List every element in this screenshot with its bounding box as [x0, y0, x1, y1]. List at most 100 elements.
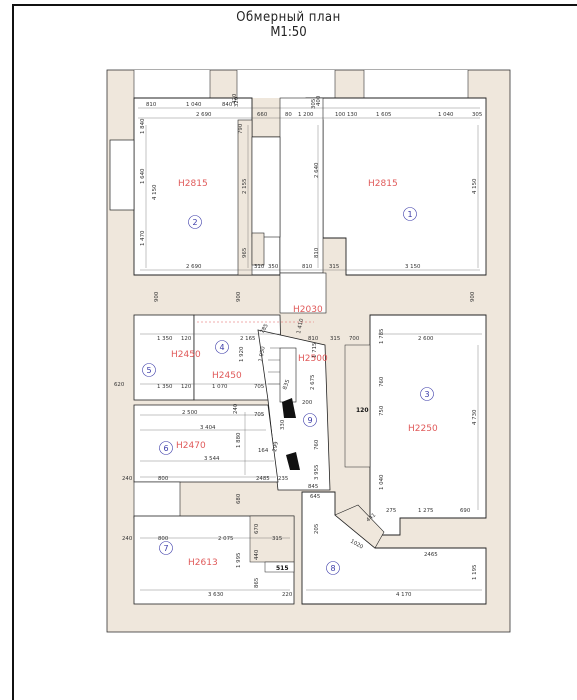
dimension-text: 4 150	[472, 178, 478, 194]
dimension-text: 80	[285, 112, 292, 118]
dimension-text: 2485	[256, 476, 270, 482]
svg-text:3: 3	[424, 390, 429, 399]
dimension-text: 1 195	[472, 565, 478, 580]
dimension-text: 3 630	[208, 592, 224, 598]
dimension-text: 240	[233, 403, 239, 414]
dimension-text: 235	[278, 476, 288, 482]
dimension-text: 800	[158, 476, 169, 482]
dimension-text: 1 040	[186, 102, 202, 108]
room-number-4: 4	[215, 340, 229, 354]
dimension-text: 700	[349, 336, 360, 342]
dimension-text: 1 040	[379, 474, 385, 490]
dimension-text: 1 410	[296, 318, 305, 335]
room-number-2: 2	[188, 215, 202, 229]
dimension-text: 310	[254, 264, 265, 270]
dimension-text: 120	[356, 407, 369, 414]
dimension-text: 2 165	[240, 336, 255, 342]
dimension-text: 900	[470, 291, 476, 302]
dimension-labels: 810 1 040 840 420 305 2 690 660 80 1 200…	[114, 93, 482, 598]
dimension-text: 2 155	[242, 179, 248, 194]
dimension-text: 441	[365, 512, 377, 523]
dimension-text: 900	[154, 291, 160, 302]
dimension-text: 1 995	[236, 553, 242, 568]
dimension-text: 299	[272, 441, 280, 453]
dimension-text: 2 500	[182, 410, 198, 416]
plan-scale: М1:50	[270, 25, 307, 40]
svg-text:6: 6	[163, 444, 168, 453]
dimension-text: 440	[254, 549, 260, 560]
dimension-text: 2 600	[418, 336, 434, 342]
dimension-text: 670	[254, 523, 260, 534]
dimension-text: 240	[122, 476, 133, 482]
dimension-text: 3 544	[204, 456, 220, 462]
dimension-text: 205	[314, 524, 320, 534]
dimension-text: 1 470	[140, 230, 146, 246]
dimension-text: 810	[302, 264, 313, 270]
dimension-text: 750	[379, 405, 385, 416]
svg-text:9: 9	[307, 416, 312, 425]
dimension-text: 800	[158, 536, 169, 542]
dimension-text: 275	[386, 508, 396, 514]
dimension-text: 2 675	[310, 375, 316, 390]
dimension-text: 785	[260, 323, 270, 335]
dimension-text: 305	[311, 99, 317, 109]
dimension-text: 305	[472, 112, 482, 118]
dimension-text: 1 715	[312, 343, 318, 358]
dimension-text: 760	[379, 376, 385, 387]
dimension-text: 130	[347, 112, 358, 118]
height-label-room-4: H2450	[212, 371, 242, 381]
dimension-text: 1 785	[379, 329, 385, 344]
dimension-text: 164	[258, 448, 269, 454]
dimension-text: 835	[282, 379, 291, 391]
height-label-room-6: H2470	[176, 441, 206, 451]
dimension-text: 705	[254, 412, 264, 418]
dimension-text: 865	[254, 578, 260, 588]
room-number-3: 3	[420, 387, 434, 401]
dimension-text: 620	[114, 382, 125, 388]
stair-arrow-icon	[282, 398, 296, 418]
height-label-room-9: H2500	[298, 354, 328, 364]
room-number-5: 5	[142, 363, 156, 377]
dimension-text: 3 150	[405, 264, 421, 270]
svg-text:5: 5	[146, 366, 151, 375]
dimension-text: 845	[308, 484, 318, 490]
dimension-text: 240	[122, 536, 133, 542]
dimension-text: 1 880	[236, 432, 242, 448]
room-number-6: 6	[159, 441, 173, 455]
window-notch	[237, 70, 335, 98]
room-number-1: 1	[403, 207, 417, 221]
room-number-8: 8	[326, 561, 340, 575]
dimension-text: 320	[234, 96, 240, 107]
dimension-text: 705	[254, 384, 264, 390]
dimension-text: 3 404	[200, 425, 216, 431]
svg-text:7: 7	[163, 544, 168, 553]
dimension-text: 810	[146, 102, 157, 108]
dimension-text: 315	[272, 536, 282, 542]
dimension-text: 790	[238, 123, 244, 134]
height-label-room-1: H2815	[368, 179, 398, 189]
dimension-text: 1 350	[157, 384, 173, 390]
corridor-mid	[279, 272, 327, 314]
dimension-text: 810	[308, 336, 319, 342]
plan-title: Обмерный план	[236, 10, 341, 25]
height-label-room-5: H2450	[171, 350, 201, 360]
dimension-text: 315	[330, 336, 340, 342]
dimension-text: 840	[222, 102, 233, 108]
dimension-text: 900	[236, 291, 242, 302]
dimension-text: 2 690	[186, 264, 202, 270]
height-label-room-7: H2613	[188, 558, 218, 568]
dimension-text: 2 690	[196, 112, 212, 118]
dimension-text: 1 350	[157, 336, 173, 342]
dimension-text: 810	[314, 247, 320, 258]
svg-text:1: 1	[407, 210, 412, 219]
dimension-text: 100	[335, 112, 346, 118]
dimension-text: 4 170	[396, 592, 412, 598]
room-number-7: 7	[159, 541, 173, 555]
dimension-text: 315	[329, 264, 339, 270]
dimension-text: 420	[232, 93, 238, 104]
dimension-text: 220	[282, 592, 293, 598]
dimension-text: 1 605	[376, 112, 391, 118]
dimension-text: 1 640	[140, 168, 146, 184]
svg-text:2: 2	[192, 218, 197, 227]
dimension-text: 965	[242, 248, 248, 258]
